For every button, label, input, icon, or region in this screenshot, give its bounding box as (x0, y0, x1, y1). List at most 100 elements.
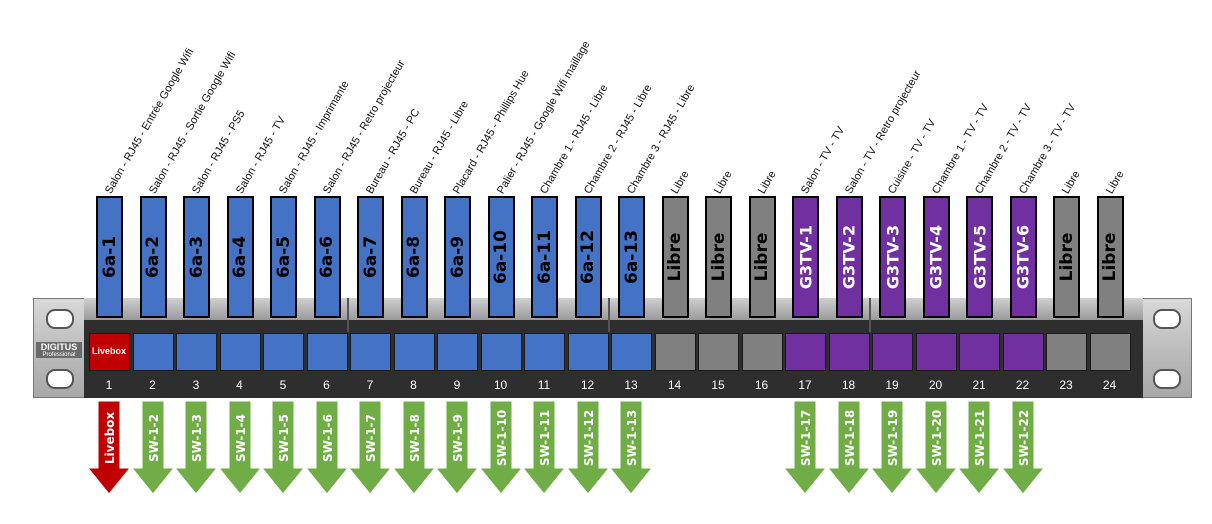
mounting-hole (1153, 369, 1181, 389)
cable-tag-label: 6a-8 (404, 235, 424, 279)
cable-tag-label: G3TV-1 (796, 224, 815, 290)
rj45-port[interactable] (480, 333, 522, 371)
rj45-port[interactable] (872, 333, 913, 371)
rj45-port[interactable] (350, 333, 391, 371)
connection-label: SW-1-12 (582, 410, 596, 466)
connection-label: SW-1-18 (843, 410, 857, 466)
connection-arrow: SW-1-2 (130, 400, 175, 495)
connection-label: SW-1-8 (408, 414, 422, 462)
cable-tag-label: 6a-6 (317, 235, 337, 279)
connection-arrow: SW-1-10 (478, 400, 523, 495)
connection-label: Livebox (103, 412, 117, 465)
connection-arrow: SW-1-6 (304, 400, 349, 495)
connection-arrow: SW-1-12 (565, 400, 610, 495)
rj45-port[interactable] (1046, 333, 1087, 371)
cable-tag-label: Libre (708, 232, 729, 282)
cable-tag-label: 6a-4 (230, 235, 250, 279)
group-divider (608, 298, 610, 332)
port-description: Salon - RJ45 - Retro projecteur (320, 58, 408, 196)
cable-tag-label: Libre (1056, 232, 1077, 282)
cable-tag-label: G3TV-6 (1013, 224, 1033, 290)
rj45-port[interactable] (698, 333, 739, 371)
rj45-port[interactable] (785, 333, 826, 371)
port-number: 16 (754, 378, 769, 392)
cable-tag: G3TV-6 (1009, 196, 1037, 318)
cable-tag-label: Libre (665, 232, 685, 282)
port-number: 7 (366, 378, 374, 392)
rj45-port[interactable] (89, 333, 130, 371)
rj45-port[interactable] (1089, 333, 1131, 371)
cable-tag-label: 6a-12 (578, 229, 598, 285)
cable-tag-label: 6a-5 (273, 235, 294, 279)
cable-tag-label: 6a-13 (621, 229, 642, 285)
port-description: Libre (712, 168, 735, 196)
group-divider (347, 298, 349, 332)
cable-tag-label: G3TV-3 (883, 224, 902, 290)
connection-arrow: SW-1-19 (870, 400, 914, 495)
rj45-port[interactable] (393, 333, 435, 371)
rj45-port[interactable] (219, 333, 261, 371)
cable-tag: 6a-2 (139, 196, 167, 318)
cable-tag: Libre (661, 196, 689, 318)
port-number: 22 (1015, 378, 1030, 392)
rj45-port[interactable] (959, 333, 1000, 371)
port-number: 6 (323, 378, 330, 392)
port-number: 11 (537, 378, 551, 392)
port-description: Libre (755, 168, 779, 196)
rj45-port[interactable] (263, 333, 304, 371)
port-number: 13 (624, 378, 638, 392)
rj45-port[interactable] (828, 333, 870, 371)
connection-label: SW-1-7 (364, 414, 378, 462)
rj45-port[interactable] (306, 333, 348, 371)
port-number: 14 (667, 378, 682, 392)
rack-ear-right (1140, 298, 1192, 398)
port-number: 18 (841, 378, 856, 392)
port-description: Cuisine - TV - TV (886, 117, 939, 196)
connection-label: SW-1-13 (625, 410, 639, 466)
port-description: Salon - RJ45 - Entrée Google Wifi (103, 46, 197, 197)
connection-label: SW-1-6 (321, 414, 335, 462)
rj45-port[interactable] (437, 333, 478, 371)
port-number: 20 (928, 378, 943, 392)
mounting-hole (46, 309, 74, 329)
cable-tag-label: 6a-7 (360, 235, 381, 279)
cable-tag: Libre (1096, 196, 1124, 318)
rj45-port[interactable] (741, 333, 783, 371)
port-number: 21 (972, 378, 986, 392)
port-description: Libre (1060, 168, 1083, 196)
port-number: 5 (279, 378, 287, 392)
rj45-port[interactable] (654, 333, 696, 371)
port-number: 12 (580, 378, 595, 392)
connection-label: SW-1-5 (277, 414, 291, 462)
rj45-port[interactable] (611, 333, 652, 371)
cable-tag-label: Libre (1100, 232, 1120, 282)
port-number: 10 (493, 378, 508, 392)
cable-tag: G3TV-3 (879, 196, 906, 318)
connection-label: SW-1-9 (451, 414, 465, 462)
connection-arrow: SW-1-21 (957, 400, 1001, 495)
connection-label: SW-1-21 (973, 410, 987, 466)
mounting-hole (46, 369, 74, 389)
rj45-port[interactable] (176, 333, 217, 371)
rj45-port[interactable] (567, 333, 609, 371)
cable-tag-label: 6a-2 (143, 235, 163, 279)
rj45-port[interactable] (1002, 333, 1044, 371)
port-description: Salon - TV - TV (799, 124, 848, 196)
rj45-port[interactable] (132, 333, 174, 371)
connection-label: SW-1-2 (147, 414, 161, 462)
rj45-port[interactable] (915, 333, 957, 371)
port-number: 4 (236, 378, 243, 392)
port-number: 17 (798, 378, 812, 392)
rj45-port[interactable] (524, 333, 565, 371)
connection-label: SW-1-3 (190, 414, 204, 462)
brand-name: DIGITUS (40, 342, 78, 352)
port-description: Libre (668, 168, 692, 196)
cable-tag: 6a-7 (357, 196, 384, 318)
cable-tag: 6a-6 (313, 196, 341, 318)
connection-label: SW-1-20 (930, 410, 944, 466)
cable-tag: 6a-4 (226, 196, 254, 318)
connection-arrow: SW-1-11 (522, 400, 566, 495)
cable-tag: 6a-10 (487, 196, 515, 318)
port-description: Salon - TV - Retro projecteur (842, 68, 924, 196)
